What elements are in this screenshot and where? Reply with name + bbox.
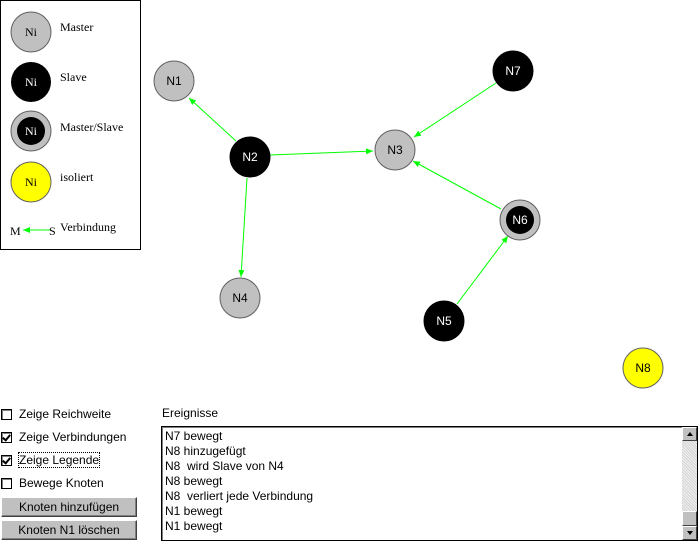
node-n2-label: N2 xyxy=(242,150,258,164)
events-title: Ereignisse xyxy=(162,406,219,420)
events-list: N7 bewegt N8 hinzugefügt N8 wird Slave v… xyxy=(165,429,313,534)
connection-n2-n4 xyxy=(238,177,248,278)
node-n7-label: N7 xyxy=(505,64,521,78)
show-legend-checkbox[interactable] xyxy=(1,454,12,466)
node-n7[interactable]: N7 xyxy=(492,50,534,92)
move-nodes-checkbox[interactable] xyxy=(1,477,12,489)
scroll-thumb[interactable] xyxy=(682,511,697,526)
show-legend-checkbox-row[interactable]: Zeige Legende xyxy=(1,451,101,469)
event-item: N7 bewegt xyxy=(165,429,223,443)
svg-text:Ni: Ni xyxy=(25,175,38,189)
node-n1-label: N1 xyxy=(166,74,182,88)
arrow-up-icon xyxy=(686,432,693,436)
event-item: N1 bewegt xyxy=(165,504,223,518)
move-nodes-checkbox-row[interactable]: Bewege Knoten xyxy=(1,474,104,492)
legend-panel: Ni Ni Ni Ni M S Master Slave Master/Slav… xyxy=(0,0,141,250)
legend-symbols: Ni Ni Ni Ni M S xyxy=(10,11,56,238)
node-n6-label: N6 xyxy=(512,213,528,227)
network-canvas[interactable]: N1 N2 N3 N4 N5 N6 N7 N8 xyxy=(0,0,700,400)
show-range-checkbox[interactable] xyxy=(1,408,12,420)
connection-n2-n1 xyxy=(188,97,237,142)
node-n4[interactable]: N4 xyxy=(219,277,261,319)
legend-isolated-label: isoliert xyxy=(60,170,94,184)
event-item: N8 verliert jede Verbindung xyxy=(165,489,314,503)
event-item: N8 wird Slave von N4 xyxy=(165,459,284,473)
legend-slave-symbol: Ni xyxy=(11,62,51,102)
connection-n2-n3 xyxy=(269,148,374,156)
svg-text:M: M xyxy=(10,224,21,238)
scroll-up-button[interactable] xyxy=(682,427,697,441)
legend-master-slave-label: Master/Slave xyxy=(60,120,124,134)
node-n6[interactable]: N6 xyxy=(499,199,541,241)
connection-n6-n3 xyxy=(412,160,502,210)
legend-slave-label: Slave xyxy=(60,70,87,84)
show-legend-label: Zeige Legende xyxy=(17,452,101,468)
move-nodes-label: Bewege Knoten xyxy=(19,476,104,490)
node-n4-label: N4 xyxy=(232,291,248,305)
node-n1[interactable]: N1 xyxy=(153,60,195,102)
show-connections-checkbox[interactable] xyxy=(1,431,12,443)
arrow-down-icon xyxy=(686,531,693,535)
events-scrollbar[interactable] xyxy=(682,427,697,540)
scroll-down-button[interactable] xyxy=(682,526,697,540)
connection-n5-n6 xyxy=(456,235,509,305)
svg-text:Ni: Ni xyxy=(25,75,38,89)
node-n8[interactable]: N8 xyxy=(622,347,664,389)
legend-master-slave-symbol: Ni xyxy=(10,110,52,152)
legend-master-label: Master xyxy=(60,20,94,34)
svg-text:Ni: Ni xyxy=(25,124,38,138)
show-connections-checkbox-row[interactable]: Zeige Verbindungen xyxy=(1,428,126,446)
node-n3[interactable]: N3 xyxy=(374,129,416,171)
legend-master-symbol: Ni xyxy=(10,11,52,53)
delete-node-button[interactable]: Knoten N1 löschen xyxy=(1,520,137,540)
node-n5[interactable]: N5 xyxy=(423,300,465,342)
connection-n7-n3 xyxy=(413,82,497,138)
svg-text:Ni: Ni xyxy=(25,25,38,39)
node-n2[interactable]: N2 xyxy=(229,136,271,178)
show-range-checkbox-row[interactable]: Zeige Reichweite xyxy=(1,405,111,423)
events-list-box[interactable]: N7 bewegt N8 hinzugefügt N8 wird Slave v… xyxy=(161,426,698,541)
node-n8-label: N8 xyxy=(635,361,651,375)
event-item: N8 bewegt xyxy=(165,474,223,488)
legend-connection-label: Verbindung xyxy=(60,220,116,234)
node-n3-label: N3 xyxy=(387,143,403,157)
event-item: N1 bewegt xyxy=(165,519,223,533)
add-node-button[interactable]: Knoten hinzufügen xyxy=(1,497,137,517)
show-connections-label: Zeige Verbindungen xyxy=(19,430,127,444)
svg-text:S: S xyxy=(49,224,56,238)
show-range-label: Zeige Reichweite xyxy=(19,407,112,421)
legend-isolated-symbol: Ni xyxy=(10,161,52,203)
event-item: N8 hinzugefügt xyxy=(165,444,246,458)
legend-connection-symbol: M S xyxy=(10,224,56,238)
node-n5-label: N5 xyxy=(436,314,452,328)
